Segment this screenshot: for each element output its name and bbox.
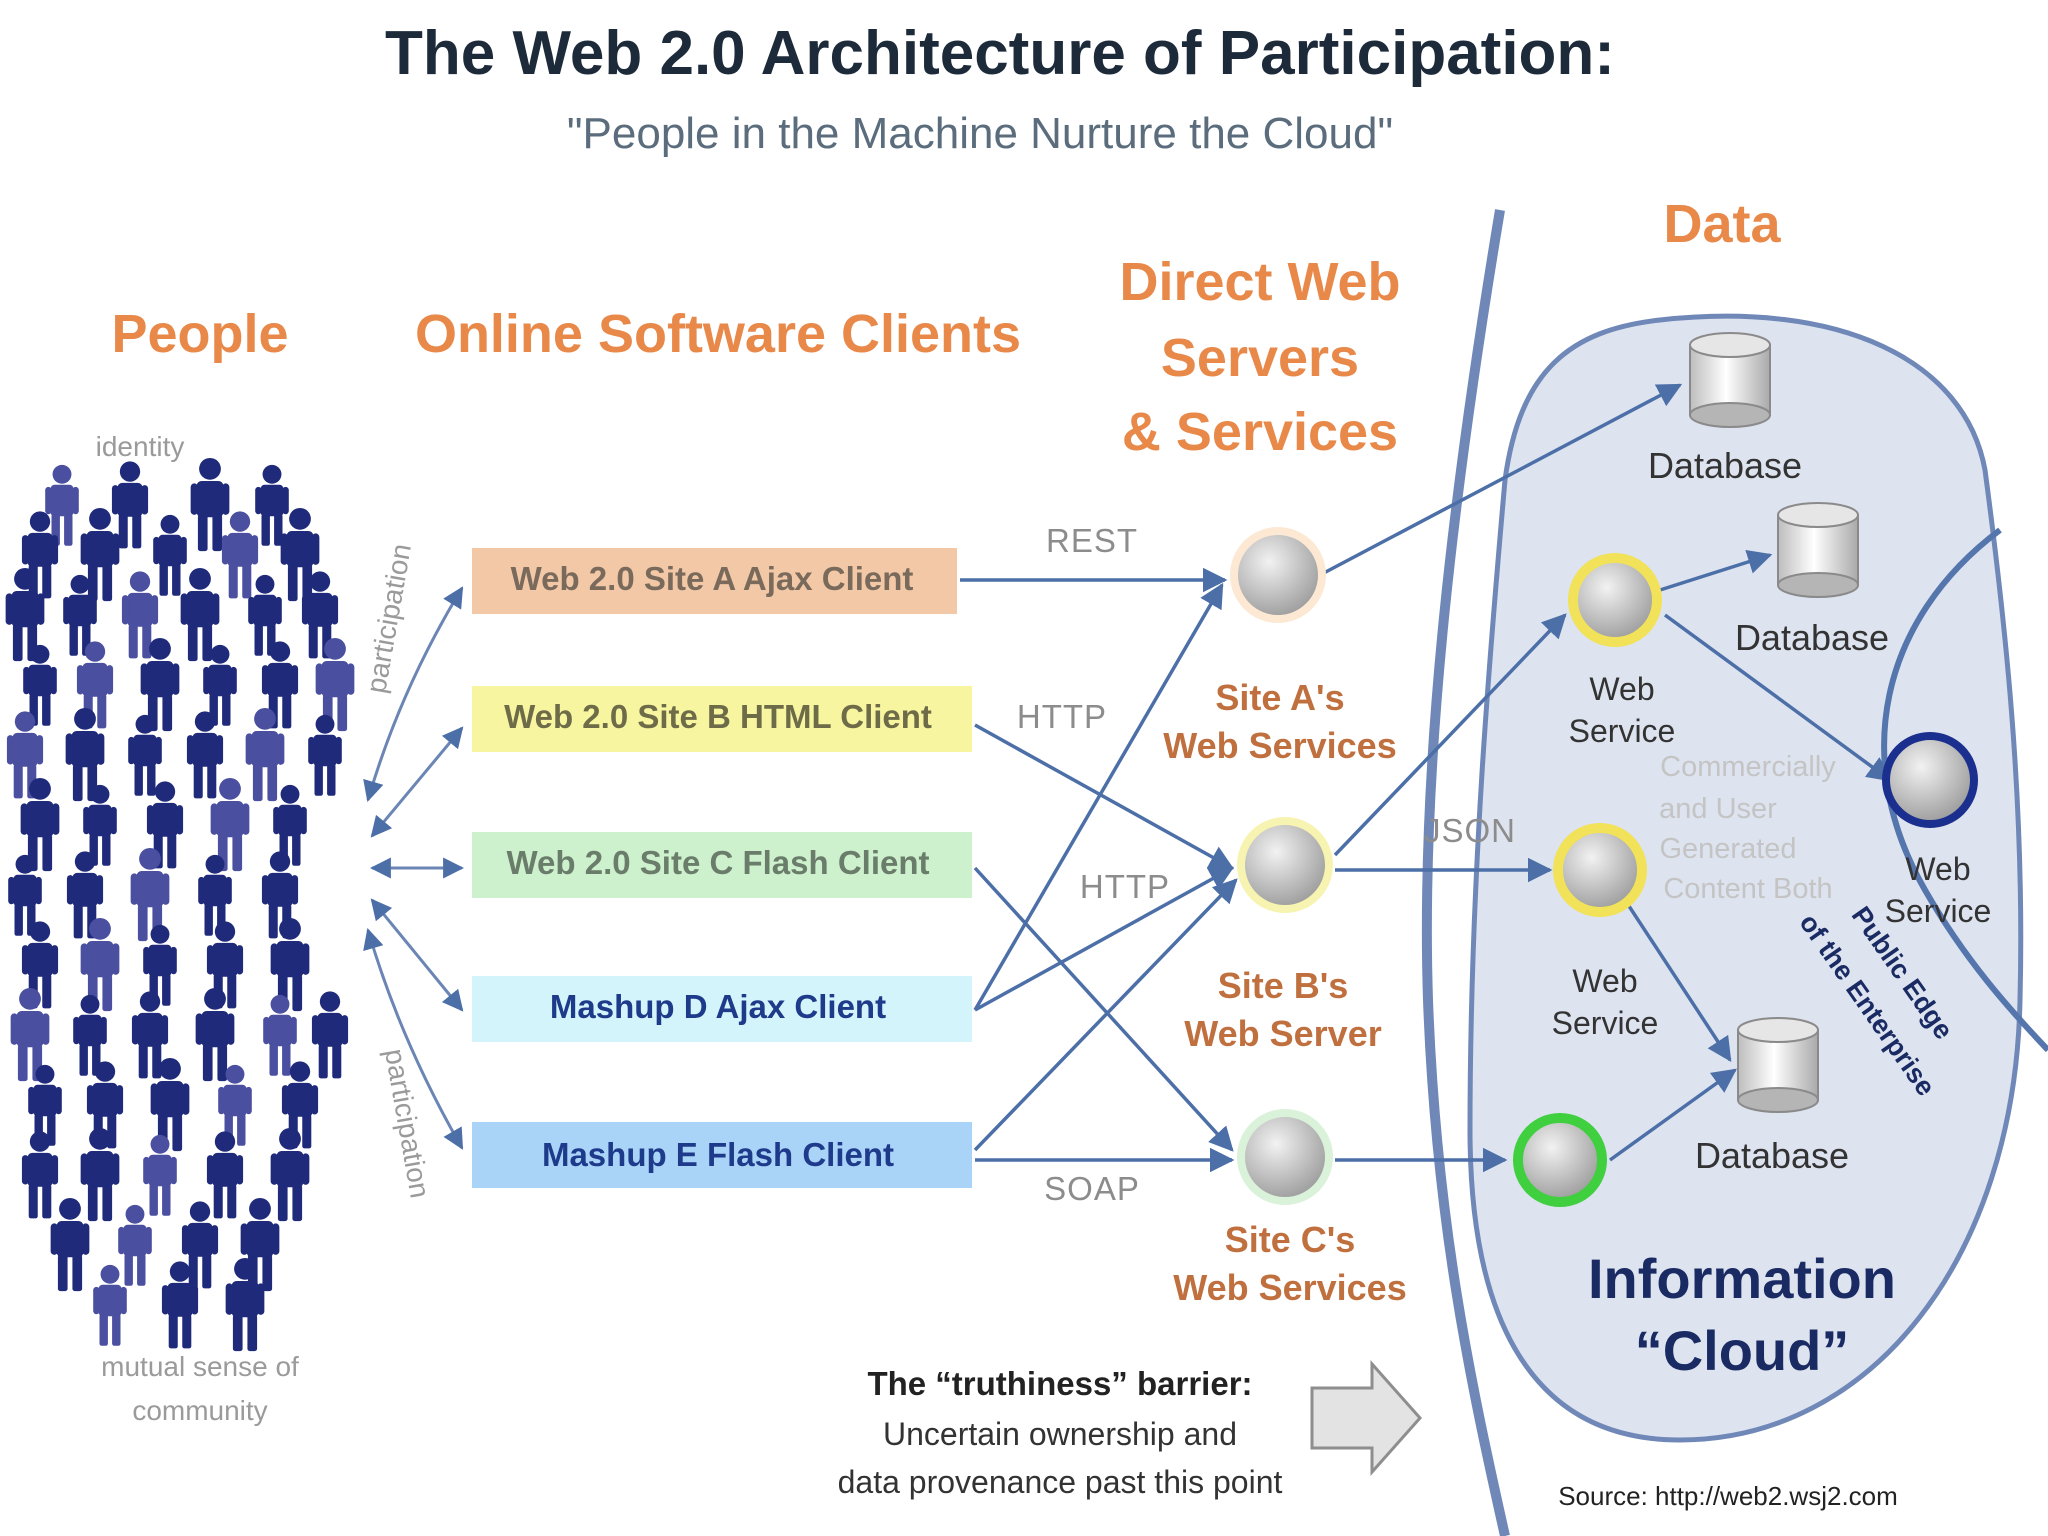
heading-servers-line1: Direct Web: [1119, 252, 1400, 312]
database-label-3: Database: [1695, 1135, 1849, 1176]
participation-label-bottom: participation: [379, 1046, 436, 1200]
web-service-node-green: [1513, 1113, 1607, 1207]
site-a-label-line2: Web Services: [1163, 725, 1396, 766]
site-a-web-services-node: [1230, 527, 1326, 623]
community-label-line1: mutual sense of: [101, 1351, 299, 1382]
client-box-site-b-bg: [472, 686, 972, 752]
diagram-subtitle: "People in the Machine Nurture the Cloud…: [567, 109, 1393, 158]
person-icon: [93, 1264, 127, 1346]
protocol-json: JSON: [1424, 812, 1516, 849]
client-box-mashup-e-bg: [472, 1122, 972, 1188]
person-icon: [143, 1134, 177, 1216]
public-edge-line: [1881, 527, 2048, 1053]
client-mashup-d-label: Mashup D Ajax Client: [550, 988, 886, 1025]
database-icon: [1777, 502, 1859, 598]
person-icon: [50, 1197, 90, 1292]
client-box-site-c: Web 2.0 Site C Flash Client: [472, 832, 972, 898]
ugc-label-line4: Content Both: [1663, 873, 1832, 905]
site-a-label-line1: Site A's: [1215, 677, 1344, 718]
source-credit: Source: http://web2.wsj2.com: [1558, 1481, 1898, 1511]
ugc-label-line2: and User: [1659, 793, 1777, 825]
edge-web-service-node: [1882, 732, 1978, 828]
web-service-node-2: [1553, 823, 1647, 917]
database-icon: [1737, 1017, 1819, 1113]
client-box-mashup-e: Mashup E Flash Client: [472, 1122, 972, 1188]
protocol-http-mid: HTTP: [1080, 868, 1170, 905]
web-service-1-label-line2: Service: [1569, 713, 1676, 749]
person-icon: [221, 511, 259, 599]
client-box-site-c-bg: [472, 832, 972, 898]
web-service-2-label-line1: Web: [1572, 963, 1637, 999]
site-c-label-line1: Site C's: [1225, 1219, 1356, 1260]
participation-label-top: participation: [360, 541, 417, 695]
heading-servers-line3: & Services: [1122, 402, 1398, 462]
person-icon: [180, 567, 220, 662]
community-label-line2: community: [132, 1395, 267, 1426]
client-box-site-a: Web 2.0 Site A Ajax Client: [472, 548, 957, 614]
person-icon: [263, 994, 297, 1076]
web-service-node-1: [1568, 553, 1662, 647]
protocol-soap: SOAP: [1044, 1170, 1140, 1207]
site-c-web-services-node: [1237, 1109, 1333, 1205]
client-box-site-b: Web 2.0 Site B HTML Client: [472, 686, 972, 752]
site-c-label-line2: Web Services: [1173, 1267, 1406, 1308]
barrier-line2: data provenance past this point: [838, 1464, 1283, 1500]
site-b-label-line2: Web Server: [1184, 1013, 1381, 1054]
identity-label: identity: [96, 431, 185, 462]
site-b-web-server-node: [1237, 817, 1333, 913]
edge-web-service-label-line2: Service: [1885, 893, 1992, 929]
right-arrow-icon: [1310, 1360, 1423, 1476]
information-cloud-label-line1: Information: [1588, 1247, 1896, 1310]
barrier-line1: Uncertain ownership and: [883, 1416, 1237, 1452]
web-service-1-label-line1: Web: [1589, 671, 1654, 707]
client-site-a-label: Web 2.0 Site A Ajax Client: [511, 560, 914, 597]
ugc-label-line3: Generated: [1659, 833, 1796, 865]
heading-data: Data: [1663, 194, 1781, 254]
client-box-site-a-bg: [472, 548, 957, 614]
protocol-http-top: HTTP: [1017, 698, 1107, 735]
database-label-1: Database: [1648, 445, 1802, 486]
heading-online-clients: Online Software Clients: [415, 304, 1021, 364]
protocol-rest: REST: [1046, 522, 1138, 559]
person-icon: [153, 514, 187, 596]
client-box-mashup-d-bg: [472, 976, 972, 1042]
site-b-label-line1: Site B's: [1218, 965, 1349, 1006]
client-site-b-label: Web 2.0 Site B HTML Client: [504, 698, 932, 735]
client-box-mashup-d: Mashup D Ajax Client: [472, 976, 972, 1042]
diagram-title: The Web 2.0 Architecture of Participatio…: [385, 19, 1615, 88]
heading-servers-line2: Servers: [1161, 328, 1359, 388]
web-service-2-label-line2: Service: [1552, 1005, 1659, 1041]
client-server-arrows: [960, 567, 1238, 1173]
client-site-c-label: Web 2.0 Site C Flash Client: [507, 844, 930, 881]
people-crowd: [5, 457, 355, 1352]
truthiness-barrier-line: [1421, 209, 1510, 1536]
client-mashup-e-label: Mashup E Flash Client: [542, 1136, 894, 1173]
heading-people: People: [111, 304, 288, 364]
database-label-2: Database: [1735, 617, 1889, 658]
information-cloud-label-line2: “Cloud”: [1635, 1319, 1850, 1382]
person-icon: [118, 1204, 152, 1286]
server-data-arrows: [1319, 383, 1892, 1173]
person-icon: [225, 1257, 265, 1352]
person-icon: [308, 714, 342, 796]
person-icon: [245, 707, 285, 802]
edge-web-service-label-line1: Web: [1905, 851, 1970, 887]
database-icon: [1689, 332, 1771, 428]
barrier-title: The “truthiness” barrier:: [867, 1365, 1252, 1402]
ugc-label-line1: Commercially: [1660, 751, 1836, 783]
person-icon: [311, 991, 349, 1079]
participation-arrows: [363, 586, 465, 1150]
